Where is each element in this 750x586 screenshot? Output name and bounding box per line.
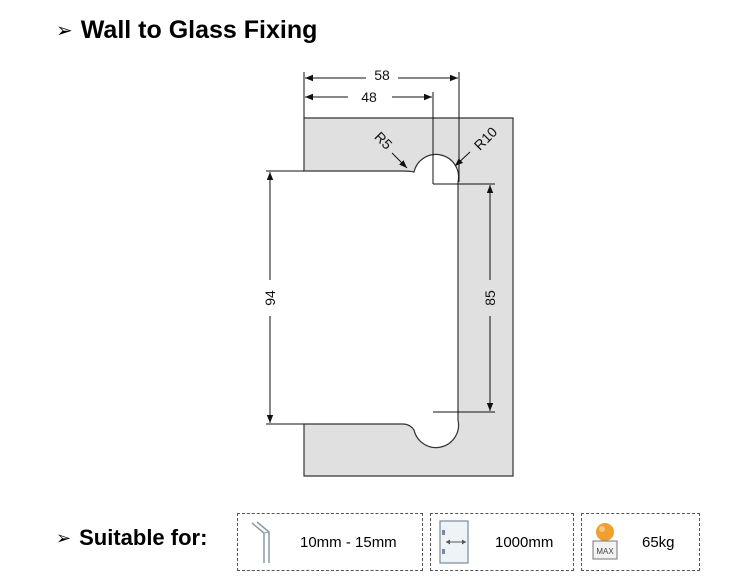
leader-r10 bbox=[454, 151, 471, 167]
dim-label-85: 85 bbox=[482, 290, 498, 306]
bullet-arrow-icon: ➢ bbox=[56, 20, 73, 42]
title-text: Wall to Glass Fixing bbox=[80, 16, 318, 44]
dim-label-94: 94 bbox=[262, 290, 278, 306]
max-weight-icon-label: MAX bbox=[596, 547, 614, 556]
bullet-arrow-icon: ➢ bbox=[56, 527, 72, 548]
glass-thickness-value: 10mm - 15mm bbox=[300, 533, 397, 551]
max-weight-value: 65kg bbox=[642, 533, 675, 551]
leader-r5 bbox=[391, 152, 408, 169]
page-title: ➢ Wall to Glass Fixing bbox=[56, 16, 317, 45]
dim-label-48: 48 bbox=[361, 89, 377, 105]
spec-glass-thickness: 10mm - 15mm bbox=[237, 513, 423, 571]
fixing-plate-outline bbox=[303, 117, 514, 477]
door-width-value: 1000mm bbox=[495, 533, 554, 551]
glass-thickness-icon bbox=[251, 521, 270, 563]
spec-door-width: 1000mm bbox=[430, 513, 574, 571]
spec-max-weight: MAX 65kg bbox=[581, 513, 700, 571]
dim-label-58: 58 bbox=[374, 67, 390, 83]
door-width-icon bbox=[439, 520, 469, 564]
suitable-for-label: Suitable for: bbox=[79, 525, 208, 550]
max-weight-icon: MAX bbox=[592, 523, 618, 560]
suitable-for-heading: ➢ Suitable for: bbox=[56, 525, 207, 551]
